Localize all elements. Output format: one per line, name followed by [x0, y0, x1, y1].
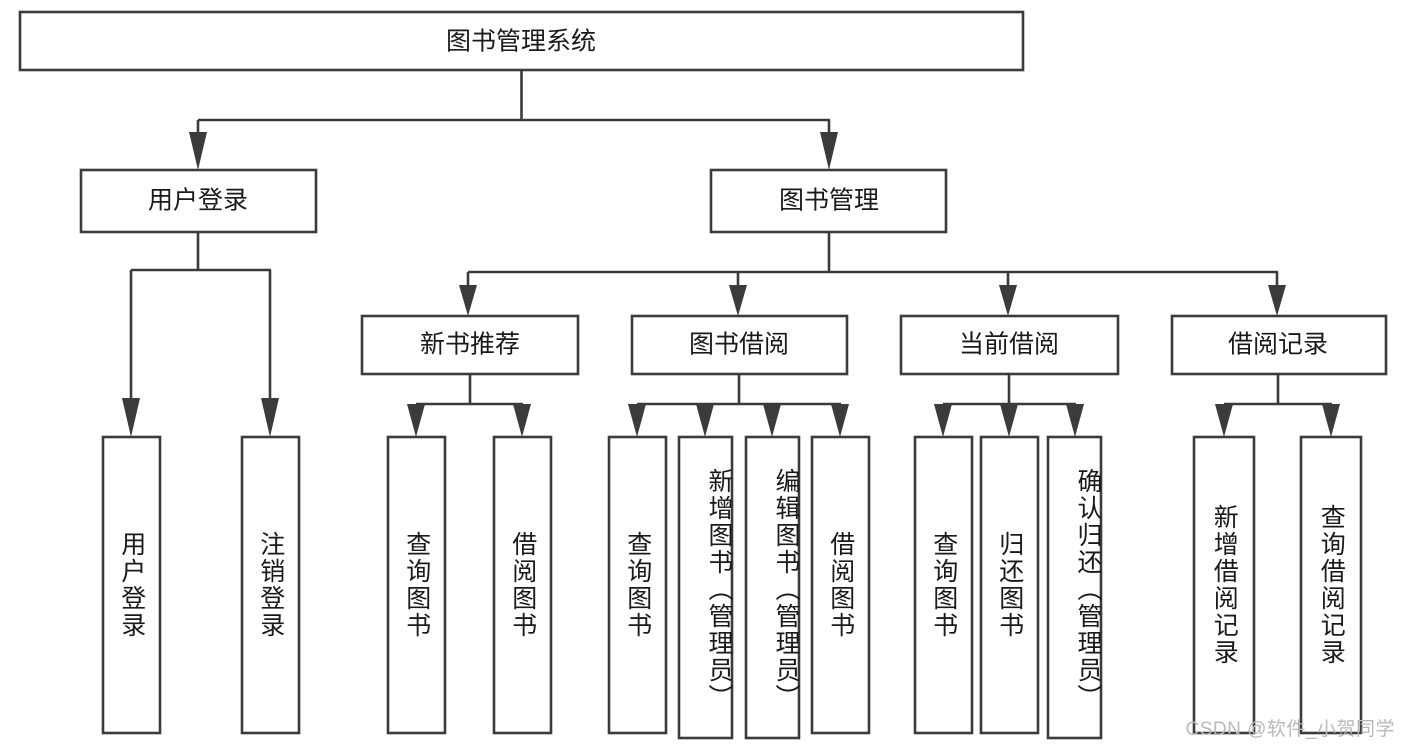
arrow-head-leaf-user-login-1 — [122, 398, 140, 437]
node-root[interactable]: 图书管理系统 — [18, 10, 1025, 72]
arrow-head-borrowrecord — [1268, 285, 1286, 316]
node-new-book-recommend-label: 新书推荐 — [420, 331, 520, 359]
arrow-head-leaf-borrowrecord-2 — [1322, 404, 1340, 437]
connector-group-borrowrecord — [1215, 374, 1340, 437]
arrow-head-bookmgmt — [820, 132, 838, 170]
node-current-borrow-box[interactable] — [899, 314, 1120, 376]
arrow-head-currentborrow — [999, 285, 1017, 316]
node-current-borrow[interactable]: 当前借阅 — [899, 314, 1120, 376]
arrow-head-bookborrow — [729, 285, 747, 316]
arrow-head-leaf-bookborrow-4 — [831, 404, 849, 437]
connector-group-userlogin — [122, 232, 279, 437]
csdn-watermark: CSDN @软件_小贺同学 — [1185, 719, 1395, 740]
leaf-box-borrowrecord-1[interactable] — [1192, 435, 1256, 735]
node-root-box[interactable] — [18, 10, 1025, 72]
node-new-book-recommend-box[interactable] — [360, 314, 580, 376]
leaf-box-bookborrow-2[interactable] — [677, 435, 734, 740]
arrow-head-leaf-currentborrow-1 — [934, 404, 952, 437]
arrow-head-leaf-currentborrow-2 — [1000, 404, 1018, 437]
node-user-login[interactable]: 用户登录 — [79, 168, 318, 234]
node-borrow-record[interactable]: 借阅记录 — [1170, 314, 1388, 376]
arrow-head-leaf-bookborrow-2 — [696, 404, 714, 437]
leaf-box-newbook-2[interactable] — [492, 435, 553, 735]
arrow-head-leaf-borrowrecord-1 — [1215, 404, 1233, 437]
node-book-borrow-label: 图书借阅 — [689, 331, 789, 359]
node-current-borrow-label: 当前借阅 — [959, 331, 1059, 359]
node-book-management-box[interactable] — [709, 168, 948, 234]
node-root-label: 图书管理系统 — [446, 28, 596, 56]
connector-group-root — [189, 70, 838, 170]
node-borrow-record-label: 借阅记录 — [1228, 331, 1328, 359]
leaf-box-user-login-1[interactable] — [101, 435, 162, 735]
connector-group-bookmgmt — [459, 232, 1286, 316]
node-book-borrow[interactable]: 图书借阅 — [630, 314, 849, 376]
node-user-login-label: 用户登录 — [148, 187, 248, 215]
arrow-head-leaf-bookborrow-1 — [628, 404, 646, 437]
leaf-box-bookborrow-3[interactable] — [744, 435, 801, 740]
arrow-head-leaf-bookborrow-3 — [763, 404, 781, 437]
node-borrow-record-box[interactable] — [1170, 314, 1388, 376]
arrow-head-leaf-currentborrow-3 — [1066, 404, 1084, 437]
leaf-box-currentborrow-3[interactable] — [1046, 435, 1103, 740]
node-book-management[interactable]: 图书管理 — [709, 168, 948, 234]
leaf-box-newbook-1[interactable] — [386, 435, 447, 735]
arrow-head-leaf-newbook-1 — [407, 404, 425, 437]
connector-group-currentborrow — [934, 374, 1084, 437]
arrow-head-userlogin — [189, 132, 207, 170]
leaf-box-borrowrecord-2[interactable] — [1299, 435, 1363, 735]
leaf-box-bookborrow-4[interactable] — [810, 435, 871, 735]
node-user-login-box[interactable] — [79, 168, 318, 234]
node-book-borrow-box[interactable] — [630, 314, 849, 376]
arrow-head-leaf-newbook-2 — [513, 404, 531, 437]
leaf-box-currentborrow-2[interactable] — [979, 435, 1040, 735]
leaf-box-bookborrow-1[interactable] — [607, 435, 668, 735]
arrow-head-newbook — [459, 285, 477, 316]
arrow-head-leaf-user-login-2 — [261, 398, 279, 437]
leaf-box-currentborrow-1[interactable] — [913, 435, 974, 735]
leaf-box-user-login-2[interactable] — [240, 435, 301, 735]
node-new-book-recommend[interactable]: 新书推荐 — [360, 314, 580, 376]
connector-group-bookborrow — [628, 374, 849, 437]
node-book-management-label: 图书管理 — [779, 187, 879, 215]
connector-group-newbook — [407, 374, 531, 437]
